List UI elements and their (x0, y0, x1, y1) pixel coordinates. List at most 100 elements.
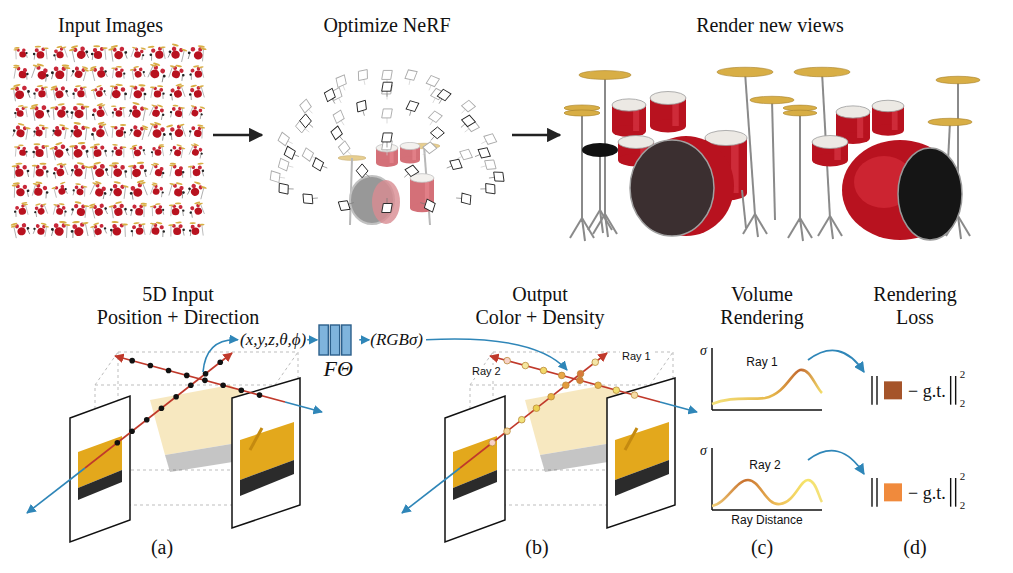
tom (35, 126, 39, 130)
cymbal (35, 203, 41, 206)
stand (45, 87, 47, 98)
stand (599, 152, 601, 212)
seat (189, 130, 192, 133)
seat (86, 150, 89, 153)
rendered-color (884, 483, 902, 501)
panel-letter: (c) (751, 536, 773, 559)
drum-seat (582, 143, 618, 157)
stand (582, 218, 585, 241)
sample-point (239, 387, 245, 393)
seat (111, 150, 113, 152)
stand (818, 216, 830, 236)
seat (66, 148, 69, 151)
cymbal (75, 85, 81, 87)
cymbal (181, 48, 187, 52)
tom (22, 165, 27, 170)
camera-frustum (338, 141, 350, 155)
input-image (32, 201, 49, 217)
input-image (51, 161, 70, 179)
sample-point (595, 382, 602, 389)
bass-drum (132, 168, 142, 177)
panel-heading: Input Images (8, 14, 213, 37)
stand (111, 166, 112, 179)
network-layer (331, 325, 340, 355)
seat (33, 53, 35, 55)
input-image (189, 222, 205, 236)
cymbal (10, 87, 17, 90)
input-image (69, 121, 90, 140)
cymbal (198, 202, 204, 205)
stand (27, 227, 30, 234)
input-image (128, 83, 147, 100)
cymbal (112, 162, 119, 164)
input-image (88, 200, 109, 219)
stand (123, 147, 125, 157)
seat (91, 53, 94, 56)
seat (163, 133, 166, 136)
tom (191, 225, 195, 229)
tom (138, 67, 142, 71)
seat (162, 230, 165, 233)
input-image (33, 84, 50, 99)
bass-drum (112, 90, 122, 99)
seat (46, 170, 49, 173)
stand (71, 130, 73, 137)
drum-shell (376, 159, 398, 167)
ray-label: Ray 2 (470, 365, 503, 378)
bass-drum (135, 227, 143, 235)
tom (170, 127, 175, 132)
cymbal (76, 103, 84, 105)
input-image (88, 180, 109, 200)
bass-drum (54, 227, 64, 237)
cymbal (794, 67, 850, 77)
cymbal (194, 181, 201, 185)
cymbal (156, 222, 163, 225)
cymbal (200, 47, 206, 50)
cymbal (141, 202, 148, 204)
density-plots (712, 348, 864, 510)
sample-point (148, 363, 154, 369)
drum-head (618, 136, 654, 149)
cymbal (69, 48, 76, 52)
cymbal (51, 186, 56, 189)
input-image (129, 65, 146, 80)
input-image (127, 179, 149, 200)
ray (460, 353, 607, 468)
cymbal (37, 85, 43, 87)
input-image (51, 181, 70, 198)
camera-frustum (382, 133, 393, 142)
cymbal (39, 124, 45, 126)
stand (171, 111, 172, 117)
norm-bar (955, 376, 956, 405)
seat (33, 130, 35, 132)
cymbal (155, 203, 161, 205)
tom (74, 204, 79, 209)
seat (72, 70, 75, 73)
norm-bar (955, 478, 956, 507)
stand (143, 71, 145, 77)
camera-frustum (303, 194, 313, 204)
cymbal (116, 66, 122, 68)
camera-ray (402, 468, 460, 513)
cymbal (61, 163, 67, 166)
seat (142, 54, 145, 57)
loss-norms (872, 376, 956, 507)
cymbal (23, 203, 28, 205)
bass-drum (76, 207, 86, 216)
norm-bar (876, 376, 877, 405)
sample-point (577, 370, 584, 377)
cymbal (137, 161, 145, 164)
sample-point (577, 377, 584, 384)
tom (172, 145, 176, 149)
seat (27, 90, 30, 93)
camera-frustum (478, 148, 490, 158)
sample-point (489, 439, 496, 446)
tom (159, 108, 164, 113)
tom (198, 108, 203, 113)
bass-drum (151, 227, 160, 236)
cymbal (90, 146, 96, 149)
cymbal (13, 49, 18, 51)
cymbal (25, 127, 31, 130)
flow-arrow (808, 451, 864, 474)
seat (151, 151, 153, 153)
